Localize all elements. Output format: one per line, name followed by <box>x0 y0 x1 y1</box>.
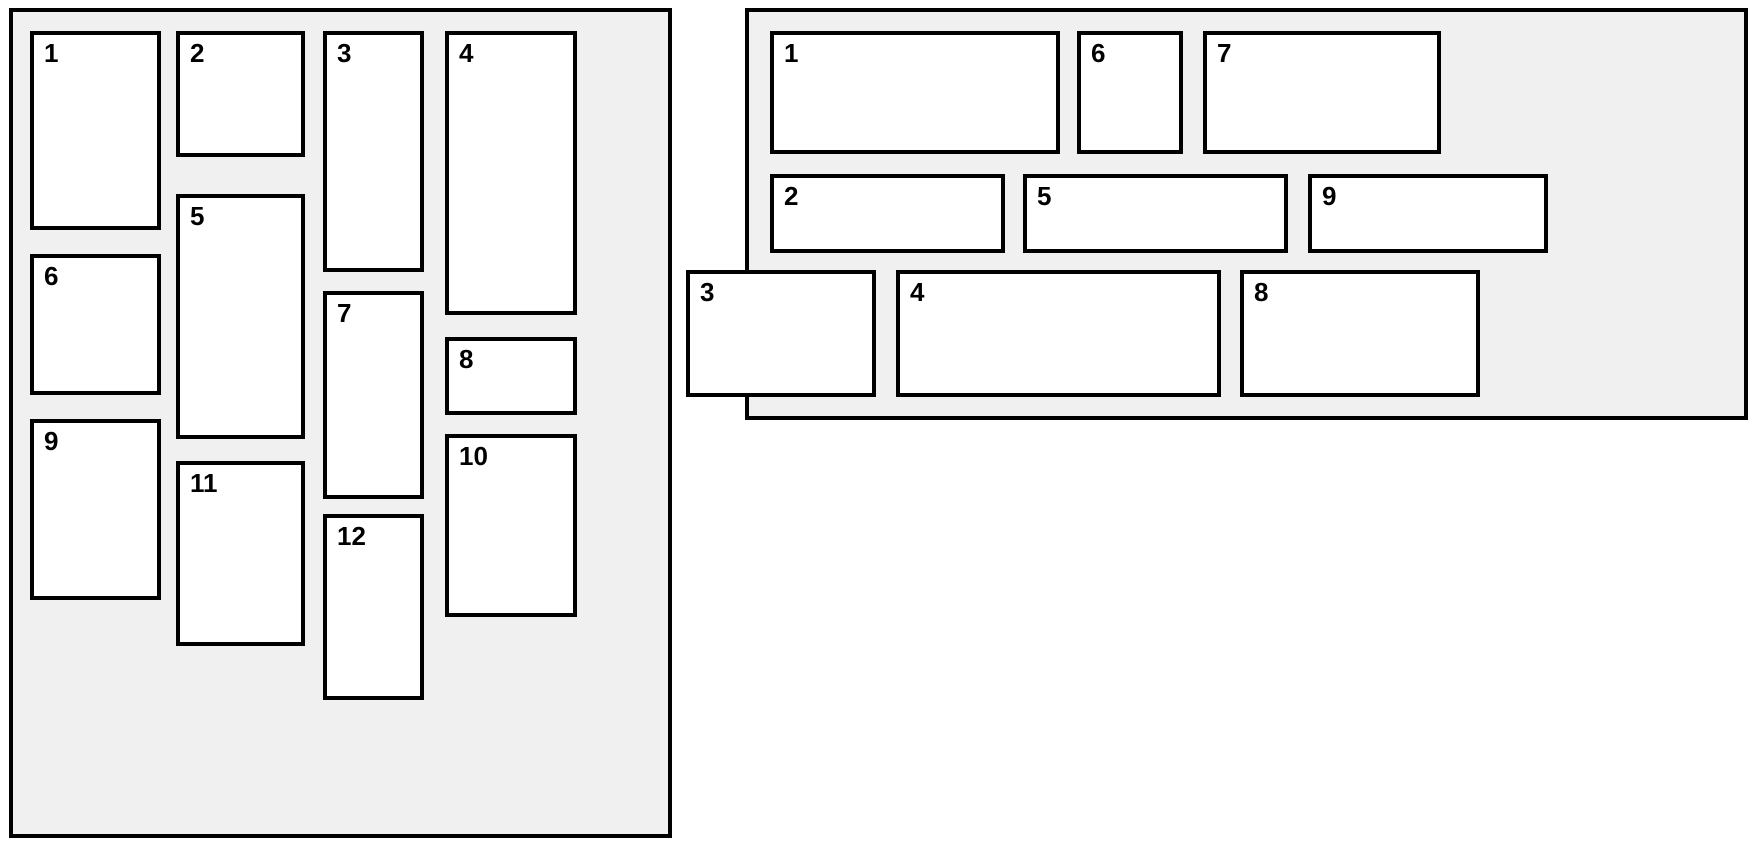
layout-box-label: 5 <box>190 201 205 231</box>
layout-box-5[interactable]: 5 <box>176 194 305 439</box>
layout-box-2[interactable]: 2 <box>176 31 305 157</box>
layout-box-label: 4 <box>910 277 925 307</box>
layout-box-3[interactable]: 3 <box>686 270 876 397</box>
layout-box-label: 2 <box>784 181 799 211</box>
layout-box-label: 8 <box>459 344 474 374</box>
layout-box-label: 7 <box>1217 38 1232 68</box>
layout-box-9[interactable]: 9 <box>30 419 161 600</box>
layout-box-4[interactable]: 4 <box>896 270 1221 397</box>
layout-box-label: 11 <box>190 468 218 498</box>
layout-box-6[interactable]: 6 <box>30 254 161 395</box>
layout-box-1[interactable]: 1 <box>770 31 1060 154</box>
layout-box-8[interactable]: 8 <box>1240 270 1480 397</box>
layout-box-label: 1 <box>44 38 59 68</box>
layout-box-label: 12 <box>337 521 366 551</box>
layout-box-6[interactable]: 6 <box>1077 31 1183 154</box>
layout-box-label: 1 <box>784 38 799 68</box>
layout-box-7[interactable]: 7 <box>1203 31 1441 154</box>
layout-box-label: 5 <box>1037 181 1052 211</box>
layout-box-12[interactable]: 12 <box>323 514 424 700</box>
layout-box-7[interactable]: 7 <box>323 291 424 499</box>
layout-box-2[interactable]: 2 <box>770 174 1005 253</box>
layout-box-label: 3 <box>337 38 352 68</box>
layout-box-label: 4 <box>459 38 474 68</box>
layout-box-label: 6 <box>1091 38 1106 68</box>
layout-box-label: 9 <box>1322 181 1337 211</box>
layout-box-label: 10 <box>459 441 488 471</box>
layout-box-10[interactable]: 10 <box>445 434 577 617</box>
layout-box-5[interactable]: 5 <box>1023 174 1288 253</box>
layout-box-9[interactable]: 9 <box>1308 174 1548 253</box>
layout-box-label: 9 <box>44 426 59 456</box>
layout-box-label: 6 <box>44 261 59 291</box>
layout-box-3[interactable]: 3 <box>323 31 424 272</box>
layout-box-label: 2 <box>190 38 205 68</box>
layout-box-1[interactable]: 1 <box>30 31 161 230</box>
layout-box-label: 3 <box>700 277 715 307</box>
layout-box-8[interactable]: 8 <box>445 337 577 415</box>
layout-box-4[interactable]: 4 <box>445 31 577 315</box>
layout-box-label: 8 <box>1254 277 1269 307</box>
layout-box-label: 7 <box>337 298 352 328</box>
layout-box-11[interactable]: 11 <box>176 461 305 646</box>
